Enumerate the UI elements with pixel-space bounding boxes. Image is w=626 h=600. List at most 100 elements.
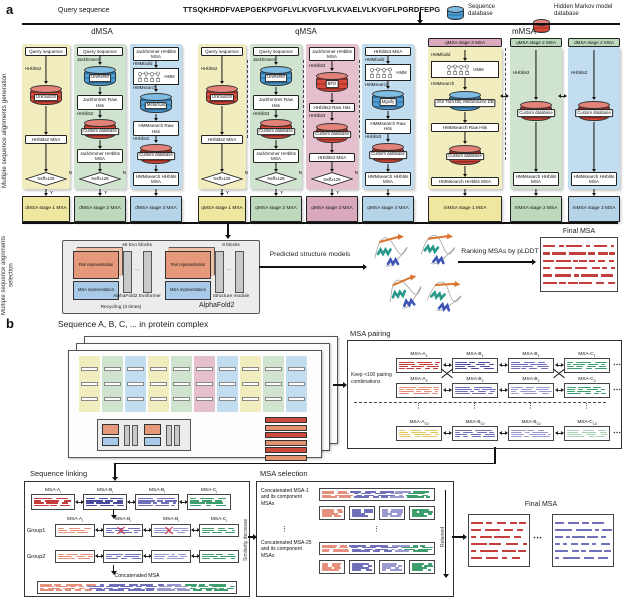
msa-segment: [55, 497, 69, 500]
pairing-thumb-holder: [396, 426, 442, 441]
pairing-thumb-holder: [452, 383, 498, 398]
group-thumb-holder: [199, 550, 239, 563]
msa-segment: [190, 587, 196, 590]
yes-label: Y: [49, 190, 53, 196]
msa-segment: [339, 545, 347, 547]
mini-box: [196, 366, 213, 372]
msa-segment: [593, 244, 607, 248]
msa-row: [322, 565, 342, 567]
msa-segment: [202, 557, 211, 560]
msa-segment: [520, 390, 536, 393]
msa-segment: [579, 259, 587, 262]
pair-link-arrow: [498, 387, 508, 392]
msa-row: [555, 521, 611, 525]
group-link: [142, 527, 152, 532]
msa-label: MSA-B1: [522, 352, 540, 358]
msa-row: [543, 274, 615, 277]
msa-segment: [426, 496, 431, 498]
msa-row: [471, 521, 527, 525]
group-msa-label-cell: MSA-Ci: [199, 516, 239, 523]
database-label: Metaclust: [144, 101, 168, 110]
process-box: HHblits3 MSA: [309, 153, 355, 163]
final-msa-b-blue: [552, 514, 614, 567]
msa-segment: [202, 555, 219, 558]
flow-arrow: HMMbuild: [133, 61, 179, 68]
flow-arrow: [77, 140, 123, 149]
msa-row: [322, 546, 433, 549]
msa-row: [567, 431, 607, 434]
msa-segment: [399, 429, 406, 432]
msa-segment: [185, 584, 198, 586]
pair-link-arrow: [442, 362, 452, 367]
msa-segment: [581, 549, 587, 553]
linking-link: [74, 499, 84, 504]
msa-segment: [576, 365, 583, 368]
msa-row: [202, 553, 236, 556]
msa-segment: [40, 584, 52, 586]
msa-segment: [482, 388, 496, 391]
msa-segment: [520, 388, 532, 391]
msa-segment: [116, 499, 123, 502]
msa-segment: [488, 392, 493, 395]
msa-segment: [129, 584, 138, 586]
msa-row: [555, 556, 611, 560]
pairing-link: [442, 430, 452, 435]
msa-segment: [95, 589, 105, 591]
retained-label: Retained: [440, 527, 446, 548]
link-arrow: [94, 527, 104, 532]
msa-row: [34, 499, 72, 502]
sequence-database: Mgnify: [365, 89, 411, 111]
msa-label-sub: 2: [593, 378, 596, 383]
msa-segment: [567, 431, 579, 434]
msa-label: MSA-A1: [410, 352, 428, 358]
msa-row: [322, 545, 432, 547]
msa-row: [322, 563, 342, 565]
flow-arrow: [201, 144, 243, 172]
msa-segment: [154, 553, 169, 556]
msa-segment: [58, 557, 75, 560]
msa-segment: [511, 363, 529, 366]
msa-row: [455, 392, 495, 395]
msa-segment: [594, 367, 608, 370]
msa-segment: [479, 535, 492, 539]
msa-segment: [390, 569, 403, 571]
msa-segment: [86, 502, 94, 504]
tool-label: HHblits2: [133, 135, 150, 141]
msa-segment: [412, 515, 428, 517]
db-share-arrow: [500, 93, 509, 98]
mini-box: [196, 381, 213, 387]
msa-segment: [338, 496, 351, 498]
msa-segment: [78, 585, 84, 588]
msa-row: [555, 535, 611, 539]
group-thumb-holder: [55, 550, 95, 563]
msa-segment: [75, 555, 85, 558]
msa-segment: [416, 367, 422, 370]
msa-segment: [145, 585, 157, 588]
msa-segment: [522, 542, 527, 546]
msa-segment: [483, 367, 494, 370]
pairing-msa-cell: MSA-B1: [452, 351, 498, 373]
process-box: HHblits2 MSA: [201, 134, 243, 144]
msa-row: [352, 513, 372, 515]
msa-thumbnail: [396, 358, 442, 373]
msa-segment: [583, 556, 594, 560]
stage-output-box: qMSA stage 1 MSA: [198, 196, 246, 222]
linking-to-selection-arrow: [248, 536, 253, 538]
dashed-connector: [247, 60, 248, 138]
msa-segment: [412, 491, 430, 493]
msa-segment: [117, 504, 125, 507]
sequence-database: JGI/ Tara DB, MetaSource DB: [431, 90, 499, 112]
mini-box: [150, 381, 167, 387]
flow-arrow: Y: [306, 189, 358, 196]
msa-row: [382, 511, 403, 513]
process-box: Jackhmmer HHblits MSA: [253, 149, 299, 164]
mini-column: [286, 356, 307, 412]
msa-segment: [595, 281, 604, 284]
msa-segment: [322, 494, 332, 497]
msa-row: [352, 563, 372, 565]
msa-segment: [415, 435, 420, 438]
database-label: Custom database: [81, 127, 119, 136]
msa-segment: [587, 535, 599, 539]
